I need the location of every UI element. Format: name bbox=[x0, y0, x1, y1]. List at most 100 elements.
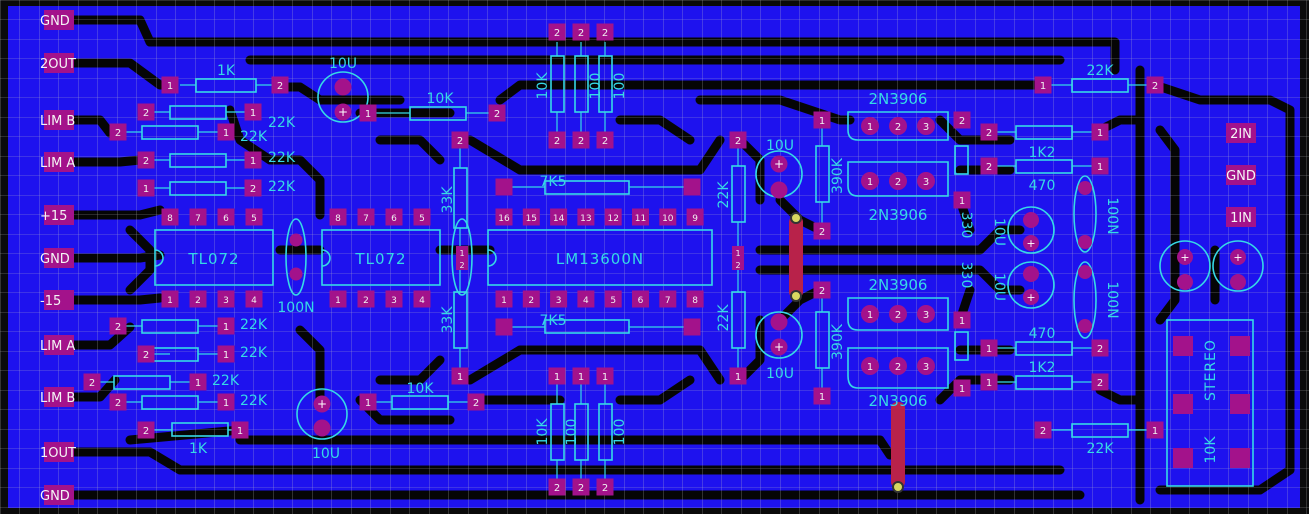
pad-number: 1 bbox=[365, 109, 371, 120]
component-label: 10K bbox=[535, 418, 551, 446]
pad-number: + bbox=[1180, 251, 1189, 264]
pad-number: 3 bbox=[556, 296, 562, 306]
pad: 1 bbox=[572, 367, 590, 385]
pad-number: 12 bbox=[607, 214, 618, 224]
pad: + bbox=[1230, 249, 1246, 265]
ic-pin: 3 bbox=[385, 290, 403, 308]
pad-number: 2 bbox=[1040, 426, 1046, 437]
component-label: 10U bbox=[766, 138, 794, 154]
pad: 1 bbox=[244, 151, 262, 169]
pad: 1 bbox=[217, 345, 235, 363]
pad: 2 bbox=[572, 23, 590, 41]
pad-number: 1 bbox=[986, 344, 992, 355]
component-label: 10U bbox=[329, 56, 357, 72]
pad-number: 1 bbox=[167, 296, 173, 306]
component-label: 100 bbox=[588, 73, 604, 100]
pad-number: 3 bbox=[923, 122, 929, 133]
edge-pad: GND bbox=[1226, 165, 1256, 185]
ic-pin: 5 bbox=[413, 208, 431, 226]
pad-number: 1 bbox=[223, 128, 229, 139]
pad-number: 2 bbox=[250, 184, 256, 195]
pad: 1 bbox=[732, 246, 744, 258]
component-label: 390K bbox=[830, 323, 846, 360]
pad-number: 9 bbox=[692, 214, 698, 224]
component-label: 100 bbox=[564, 419, 580, 446]
component-label: 10K bbox=[427, 91, 455, 107]
pad-number: 4 bbox=[419, 296, 425, 306]
edge-label: GND bbox=[1226, 169, 1256, 184]
pad-number: 5 bbox=[610, 296, 616, 306]
ic-pin: 3 bbox=[217, 290, 235, 308]
ic-pin: 7 bbox=[189, 208, 207, 226]
component-label: 10K bbox=[407, 381, 435, 397]
pad: 2 bbox=[980, 123, 998, 141]
pad: 1 bbox=[359, 393, 377, 411]
pad: 2 bbox=[1146, 76, 1164, 94]
transistor-pin: 2 bbox=[889, 172, 907, 190]
pad-number: 2 bbox=[819, 286, 825, 297]
component-label: 22K bbox=[1087, 63, 1115, 79]
pad: 2 bbox=[451, 131, 469, 149]
pad-number: 1 bbox=[867, 177, 873, 188]
pad-number: 1 bbox=[459, 249, 464, 258]
pad-number: 1 bbox=[1097, 128, 1103, 139]
edge-pad: +15 bbox=[40, 205, 74, 225]
pad: + bbox=[313, 395, 331, 413]
pad: 1 bbox=[813, 387, 831, 405]
transistor-label: 2N3906 bbox=[869, 276, 928, 294]
pad: 2 bbox=[137, 421, 155, 439]
ic-outline-mid-tl072 bbox=[321, 229, 441, 286]
edge-label: LIM A bbox=[40, 339, 75, 354]
pad: 2 bbox=[548, 23, 566, 41]
pad bbox=[495, 178, 513, 196]
component-label: 22K bbox=[240, 317, 268, 333]
pad: 1 bbox=[359, 104, 377, 122]
pad-number: 3 bbox=[391, 296, 397, 306]
pad: 2 bbox=[109, 123, 127, 141]
pad-number: 11 bbox=[635, 214, 646, 224]
pad-number: 2 bbox=[578, 483, 584, 494]
component-label: 22K bbox=[212, 373, 240, 389]
pad-number: 1 bbox=[819, 116, 825, 127]
component-label: 100N bbox=[1104, 197, 1120, 234]
component-label: 470 bbox=[1029, 326, 1056, 342]
pad bbox=[1078, 319, 1092, 333]
pad-number: 2 bbox=[735, 136, 741, 147]
pad: 2 bbox=[137, 103, 155, 121]
pad-number: 1 bbox=[735, 372, 741, 383]
cap-outline-10u bbox=[1159, 240, 1211, 292]
jumper-pad bbox=[790, 212, 802, 224]
component-label: 7K5 bbox=[540, 313, 567, 329]
pad: 2 bbox=[596, 23, 614, 41]
pad-number: 2 bbox=[1097, 344, 1103, 355]
pad-number: 2 bbox=[363, 296, 369, 306]
pad: 1 bbox=[953, 379, 971, 397]
pad-number: 2 bbox=[986, 162, 992, 173]
pad-number: + bbox=[1233, 251, 1242, 264]
transistor-pin: 1 bbox=[861, 305, 879, 323]
pad-number: 7 bbox=[363, 214, 369, 224]
pad-number: 2 bbox=[959, 116, 965, 127]
pad-number: 2 bbox=[1152, 81, 1158, 92]
jumper-layer bbox=[789, 212, 905, 493]
pad-number: 1 bbox=[986, 378, 992, 389]
edge-label: GND bbox=[40, 252, 70, 267]
pot-outline bbox=[1166, 319, 1254, 487]
component-label: 470 bbox=[1029, 178, 1056, 194]
pad: 1 bbox=[1091, 157, 1109, 175]
pad-number: 1 bbox=[554, 372, 560, 383]
pad: 2 bbox=[572, 478, 590, 496]
component-label: 100 bbox=[612, 419, 628, 446]
pad-number: 2 bbox=[554, 136, 560, 147]
ic-pin: 7 bbox=[357, 208, 375, 226]
pad-number: 2 bbox=[195, 296, 201, 306]
pad-number: 8 bbox=[167, 214, 173, 224]
edge-label: LIM B bbox=[40, 391, 75, 406]
pad-number: 1 bbox=[223, 322, 229, 333]
cap-outline-100n bbox=[451, 218, 473, 296]
transistor-label: 2N3906 bbox=[869, 206, 928, 224]
pad: 2 bbox=[732, 258, 744, 270]
pad: 1 bbox=[456, 246, 468, 258]
pad-number: 1 bbox=[867, 310, 873, 321]
component-label: 100N bbox=[277, 300, 314, 316]
